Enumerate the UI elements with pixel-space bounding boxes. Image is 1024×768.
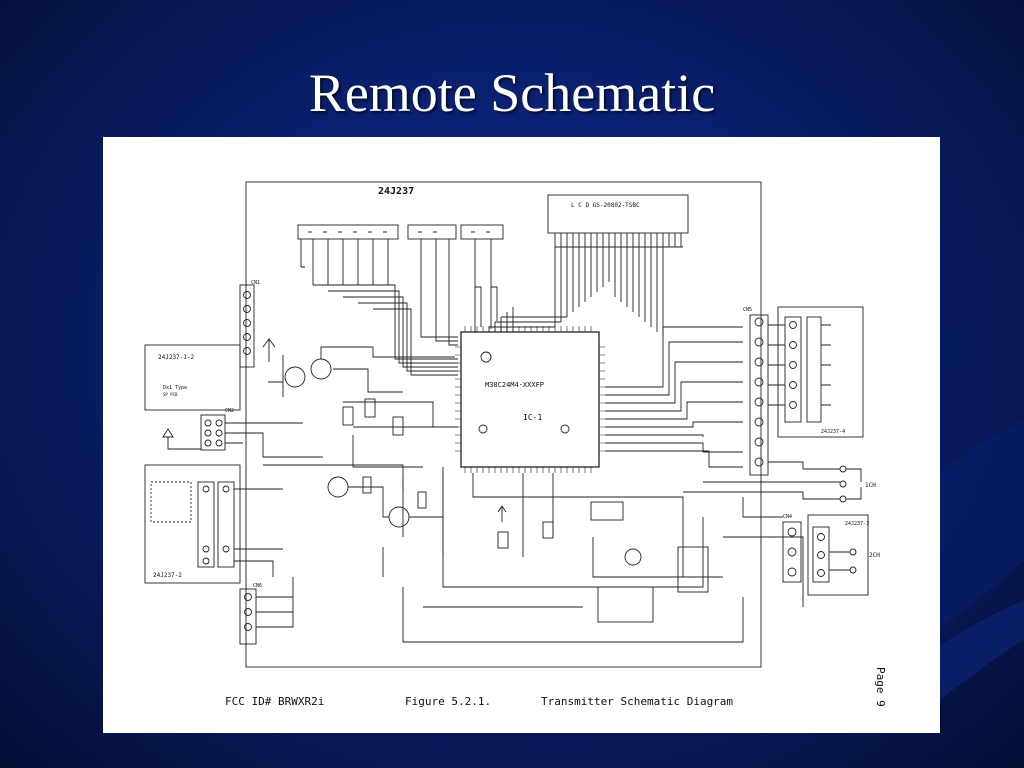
slide-title: Remote Schematic xyxy=(308,63,716,123)
output-ch1: 1CH xyxy=(865,482,876,489)
battery-box-label: 24J237-1-2 xyxy=(158,354,195,361)
lower-left-board xyxy=(144,464,241,584)
cn5-bus xyxy=(605,326,743,468)
ic-pin1-marker xyxy=(480,351,492,363)
bottom-center-circuit xyxy=(402,473,804,643)
cn5-connector xyxy=(749,314,769,476)
lcd-pins xyxy=(554,233,683,248)
lcd-bus xyxy=(488,247,664,337)
schematic-figure: 24J237 L C D GS-20802-TSBC xyxy=(103,137,940,733)
figure-title-caption: Transmitter Schematic Diagram xyxy=(541,695,734,708)
svg-text:CN4: CN4 xyxy=(783,514,792,520)
key-bus xyxy=(313,284,498,376)
cn5-pins xyxy=(754,317,764,467)
board-outline xyxy=(245,181,762,668)
lcd-label: L C D GS-20802-TSBC xyxy=(571,202,640,209)
cn2-connector xyxy=(200,414,226,451)
board-label: 24J237 xyxy=(378,186,414,197)
svg-text:CN1: CN1 xyxy=(251,280,260,286)
lcd-module xyxy=(547,194,689,234)
cn6-connector xyxy=(239,588,257,645)
page-number: Page 9 xyxy=(874,667,887,707)
svg-text:CN5: CN5 xyxy=(743,307,752,313)
svg-text:CN2: CN2 xyxy=(225,408,234,414)
battery-box xyxy=(144,344,241,411)
ic-reference: IC-1 xyxy=(523,413,542,422)
schematic-diagram: 24J237 L C D GS-20802-TSBC xyxy=(144,181,880,668)
ic-pins xyxy=(455,326,605,473)
cn1-connector xyxy=(239,284,255,368)
right-board-4 xyxy=(777,306,864,438)
key-switches xyxy=(297,224,504,285)
svg-text:CN6: CN6 xyxy=(253,583,262,589)
battery-box-sublabel: Dx1 Type xyxy=(163,385,187,391)
ic-part-number: M38C24M4-XXXFP xyxy=(485,381,544,389)
output-ch2: 2CH xyxy=(869,552,880,559)
svg-text:SP PCB: SP PCB xyxy=(163,392,178,397)
lower-left-board-label: 24J237-2 xyxy=(153,572,182,579)
right-board-3 xyxy=(807,514,869,596)
right-board-3-label: 24J237-3 xyxy=(845,521,869,527)
main-ic xyxy=(460,331,600,468)
cn4-connector xyxy=(782,521,802,583)
left-mid-circuit xyxy=(263,346,458,577)
right-board-4-label: 24J237-4 xyxy=(821,429,845,435)
figure-number-caption: Figure 5.2.1. xyxy=(405,695,492,708)
fcc-id-caption: FCC ID# BRWXR2i xyxy=(225,695,325,708)
